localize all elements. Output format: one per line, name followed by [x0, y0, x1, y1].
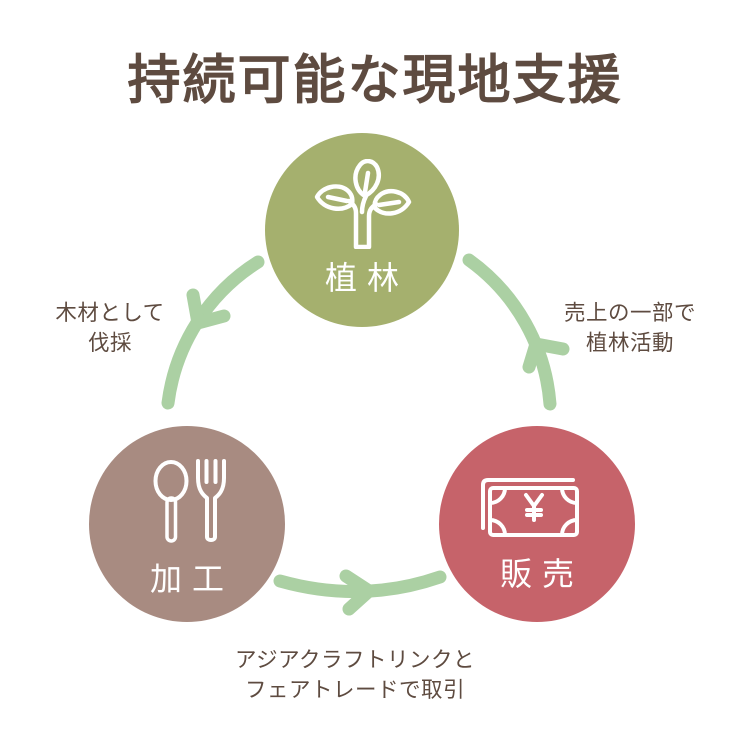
- arrow-processing-to-sales: [273, 569, 447, 616]
- node-sales: 販売: [439, 426, 635, 622]
- caption-line: 売上の一部で: [563, 301, 696, 326]
- banknote-icon: [481, 478, 579, 537]
- node-planting: 植林: [265, 133, 459, 327]
- node-processing-label: 加工: [149, 560, 234, 598]
- caption-line: 木材として: [55, 301, 165, 326]
- arrowhead-icon: [522, 337, 570, 374]
- arrow-sales-to-planting: [462, 253, 570, 411]
- node-sales-label: 販売: [499, 555, 584, 593]
- caption-line: アジアクラフトリンクと: [234, 648, 476, 673]
- caption-line: 伐採: [87, 331, 132, 356]
- yen-symbol-icon: [524, 493, 544, 522]
- sprout-icon: [314, 159, 412, 249]
- page-title: 持続可能な現地支援: [127, 50, 623, 111]
- arrowhead-icon: [339, 569, 376, 616]
- caption-line: 植林活動: [585, 331, 674, 356]
- caption-planting-to-processing: 木材として 伐採: [25, 299, 195, 359]
- caption-line: フェアトレードで取引: [244, 678, 465, 703]
- arrow-planting-to-processing: [161, 255, 265, 410]
- caption-processing-to-sales: アジアクラフトリンクと フェアトレードで取引: [205, 646, 505, 706]
- node-planting-label: 植林: [324, 259, 409, 297]
- node-processing: 加工: [89, 426, 285, 622]
- cutlery-icon: [153, 459, 226, 543]
- caption-sales-to-planting: 売上の一部で 植林活動: [545, 299, 715, 359]
- arrowhead-icon: [186, 288, 231, 330]
